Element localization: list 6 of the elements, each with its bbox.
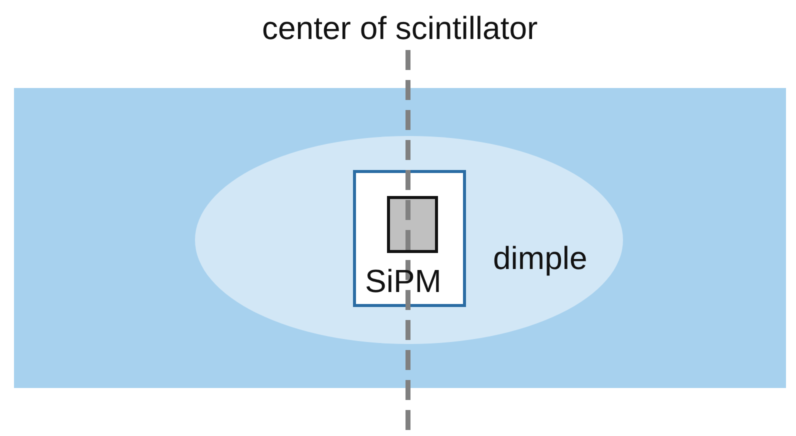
axis-caption: center of scintillator <box>262 12 538 44</box>
sipm-chip <box>387 196 438 253</box>
sipm-board <box>353 170 466 307</box>
sipm-label: SiPM <box>365 265 442 297</box>
dimple-label: dimple <box>493 242 588 274</box>
scintillator-band <box>14 88 786 388</box>
